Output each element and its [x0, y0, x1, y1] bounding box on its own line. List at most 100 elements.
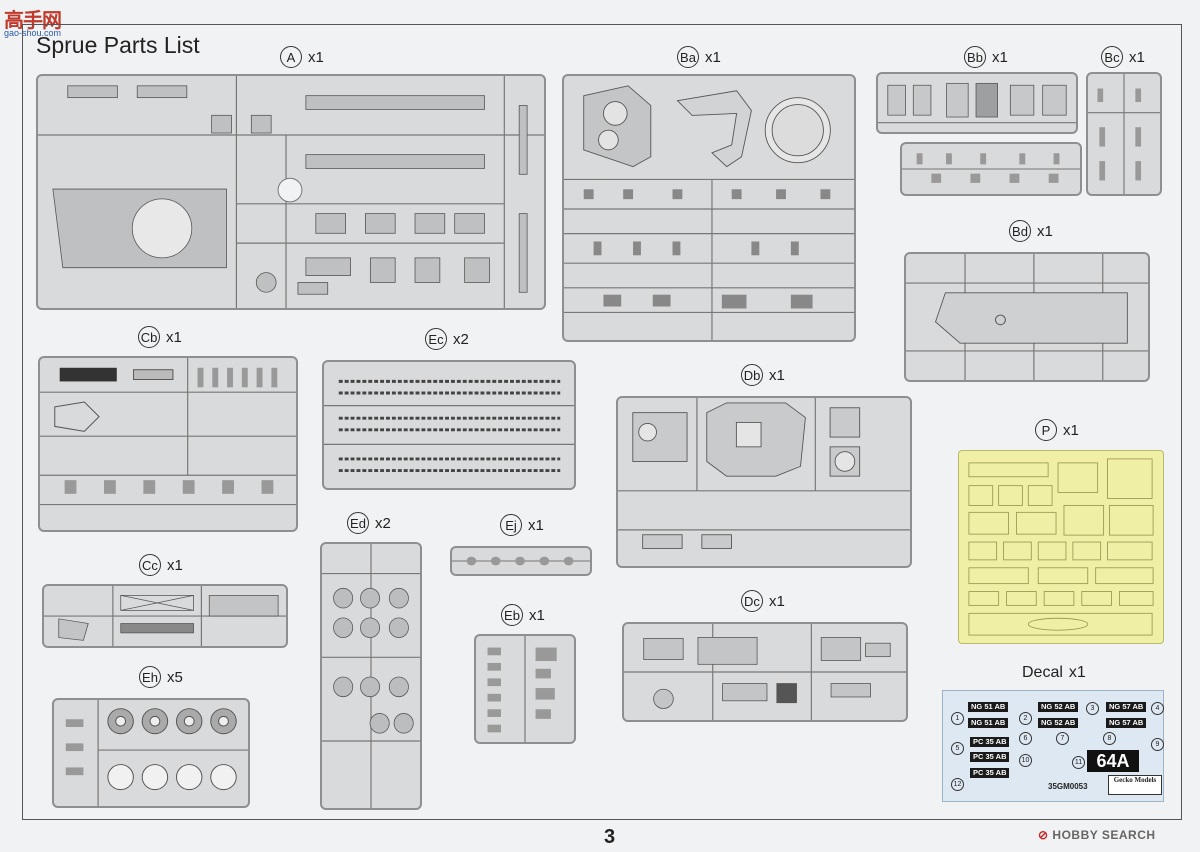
- decal-tag-9: PC 35 AB: [970, 768, 1010, 778]
- decal-number-10: 10: [1019, 754, 1032, 767]
- decal-label-text: Decal: [1022, 664, 1063, 681]
- watermark-url: gao-shou.com: [4, 28, 62, 38]
- sprue-frame-Bc: [1086, 72, 1162, 196]
- sprue-qty-Ba: x1: [705, 48, 721, 66]
- sprue-label-Ec: Ec x2: [425, 328, 469, 350]
- sprue-drawing-Ej: [452, 556, 590, 566]
- photo-etch-drawing-P: [968, 458, 1154, 636]
- sprue-drawing-A: [38, 76, 544, 308]
- sprue-drawing-Ec: [324, 379, 574, 473]
- sprue-id-A: A: [280, 46, 302, 68]
- sprue-drawing-Bc: [1088, 74, 1160, 194]
- sprue-frame-Bc-lower: [900, 142, 1082, 196]
- sprue-qty-Dc: x1: [769, 592, 785, 610]
- sprue-label-Bc: Bc x1: [1101, 46, 1145, 68]
- decal-number-1: 1: [951, 712, 964, 725]
- decal-number-12: 12: [951, 778, 964, 791]
- sprue-drawing-Cc: [44, 586, 286, 646]
- sprue-frame-Ba: [562, 74, 856, 342]
- sprue-qty-Eb: x1: [529, 606, 545, 624]
- sprue-id-Eh: Eh: [139, 666, 161, 688]
- sprue-qty-Bb: x1: [992, 48, 1008, 66]
- decal-number-7: 7: [1056, 732, 1069, 745]
- sprue-id-Cc: Cc: [139, 554, 161, 576]
- sprue-qty-A: x1: [308, 48, 324, 66]
- sprue-drawing-Dc: [624, 624, 906, 720]
- sprue-drawing-Ba: [564, 85, 854, 340]
- sprue-frame-Ej: [450, 546, 592, 576]
- decal-tag-2: NG 51 AB: [968, 718, 1009, 728]
- sprue-id-Cb: Cb: [138, 326, 160, 348]
- sprue-qty-Cc: x1: [167, 556, 183, 574]
- sprue-frame-Dc: [622, 622, 908, 722]
- decal-number-4: 4: [1151, 702, 1164, 715]
- decal-number-5: 5: [951, 742, 964, 755]
- page-number: 3: [604, 826, 616, 848]
- decal-tag-7: PC 35 AB: [970, 737, 1010, 747]
- sprue-qty-Eh: x5: [167, 668, 183, 686]
- sprue-id-Ec: Ec: [425, 328, 447, 350]
- sprue-id-Db: Db: [741, 364, 763, 386]
- sprue-drawing-Bc-lower: [902, 153, 1080, 183]
- sprue-drawing-Bd: [906, 254, 1148, 380]
- sprue-id-Ba: Ba: [677, 46, 699, 68]
- sprue-frame-Ec: [322, 360, 576, 490]
- sprue-label-Bb: Bb x1: [964, 46, 1008, 68]
- page-frame: [22, 24, 1182, 820]
- decal-number-3: 3: [1086, 702, 1099, 715]
- decal-tag-6: NG 57 AB: [1106, 718, 1147, 728]
- sprue-frame-Bd: [904, 252, 1150, 382]
- sprue-frame-Eb: [474, 634, 576, 744]
- sprue-label-Ej: Ej x1: [500, 514, 544, 536]
- hobby-search-icon: ⊘: [1038, 828, 1049, 842]
- sprue-id-Bd: Bd: [1009, 220, 1031, 242]
- sprue-qty-Ed: x2: [375, 514, 391, 532]
- decal-tag-1: NG 51 AB: [968, 702, 1009, 712]
- sprue-label-Cc: Cc x1: [139, 554, 183, 576]
- decal-code: 35GM0053: [1048, 782, 1088, 791]
- decal-number-8: 8: [1103, 732, 1116, 745]
- sprue-frame-A: [36, 74, 546, 310]
- sprue-qty-Ej: x1: [528, 516, 544, 534]
- decal-qty: x1: [1068, 664, 1086, 681]
- sprue-qty-P: x1: [1063, 421, 1079, 439]
- decal-label: Decal x1: [1022, 664, 1086, 682]
- sprue-drawing-Db: [618, 398, 910, 549]
- sprue-id-Bb: Bb: [964, 46, 986, 68]
- sprue-id-P: P: [1035, 419, 1057, 441]
- sprue-id-Bc: Bc: [1101, 46, 1123, 68]
- decal-big-mark: 64A: [1087, 750, 1139, 772]
- sprue-id-Ej: Ej: [500, 514, 522, 536]
- decal-number-11: 11: [1072, 756, 1085, 769]
- sprue-frame-Cc: [42, 584, 288, 648]
- sprue-drawing-Eb: [487, 636, 557, 742]
- page-title: Sprue Parts List: [36, 32, 200, 58]
- decal-tag-3: NG 52 AB: [1038, 702, 1079, 712]
- sprue-frame-Cb: [38, 356, 298, 532]
- gecko-models-logo: Gecko Models: [1108, 775, 1162, 795]
- sprue-id-Eb: Eb: [501, 604, 523, 626]
- sprue-qty-Cb: x1: [166, 328, 182, 346]
- decal-tag-4: NG 52 AB: [1038, 718, 1079, 728]
- sprue-label-Eh: Eh x5: [139, 666, 183, 688]
- sprue-drawing-Bb: [878, 82, 1076, 124]
- hobby-search-text: HOBBY SEARCH: [1052, 828, 1156, 842]
- sprue-qty-Ec: x2: [453, 330, 469, 348]
- decal-tag-5: NG 57 AB: [1106, 702, 1147, 712]
- sprue-label-Ba: Ba x1: [677, 46, 721, 68]
- photo-etch-sheet-P: [958, 450, 1164, 644]
- sprue-frame-Ed: [320, 542, 422, 810]
- sprue-frame-Eh: [52, 698, 250, 808]
- sprue-drawing-Eh: [65, 700, 248, 806]
- decal-number-2: 2: [1019, 712, 1032, 725]
- sprue-qty-Bc: x1: [1129, 48, 1145, 66]
- sprue-frame-Bb: [876, 72, 1078, 134]
- decal-number-9: 9: [1151, 738, 1164, 751]
- decal-tag-8: PC 35 AB: [970, 752, 1010, 762]
